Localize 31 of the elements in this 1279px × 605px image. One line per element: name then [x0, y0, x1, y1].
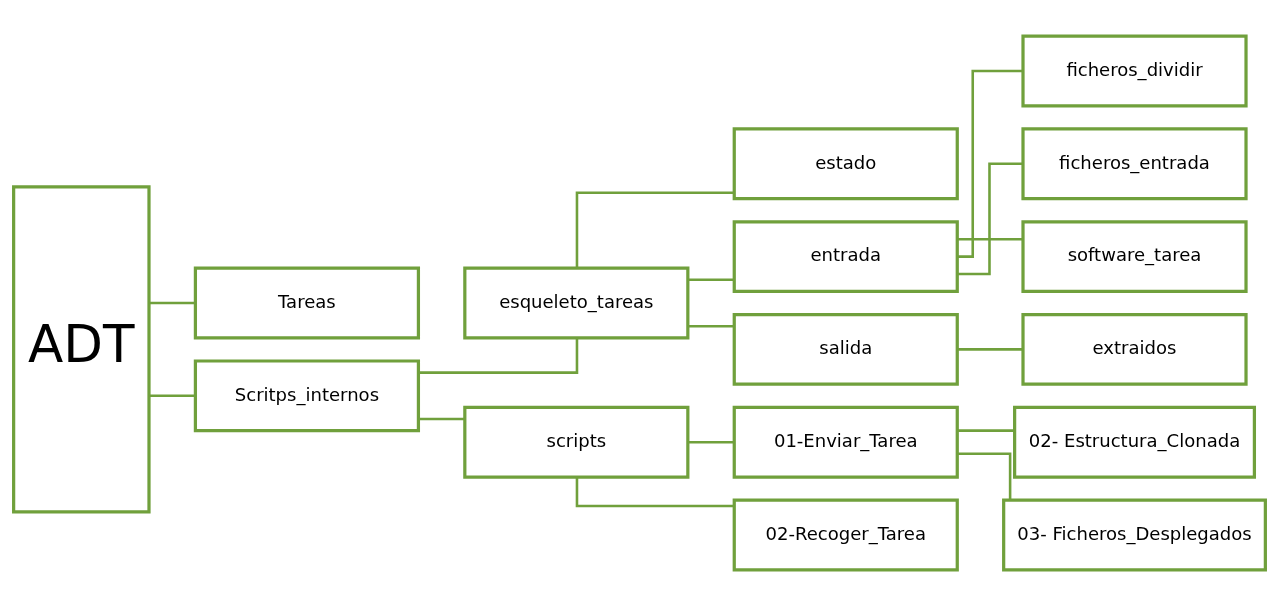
node-box: entrada [732, 219, 959, 293]
connector [957, 162, 1023, 275]
node-box: scripts [463, 405, 690, 479]
connector [687, 440, 734, 443]
node-box: ficheros_entrada [1021, 126, 1248, 200]
connector [575, 191, 735, 268]
node-box: estado [732, 126, 959, 200]
connector [957, 347, 1023, 351]
connector [957, 428, 1015, 432]
connector [957, 69, 1023, 258]
connector [418, 417, 465, 420]
node-box: Scritps_internos [193, 358, 421, 432]
node-box: extraidos [1021, 312, 1248, 386]
node-box: 01-Enviar_Tarea [732, 405, 959, 479]
node-box: salida [732, 312, 959, 386]
node-box: ADT [12, 184, 151, 513]
node-box: 02-Recoger_Tarea [732, 498, 959, 571]
node-box: ficheros_dividir [1021, 34, 1248, 107]
connector [575, 476, 735, 507]
connector [418, 337, 579, 374]
connector [149, 301, 196, 304]
node-box: esqueleto_tareas [463, 266, 690, 339]
node-box: 02- Estructura_Clonada [1013, 405, 1256, 479]
connector [687, 278, 734, 281]
connector [957, 452, 1012, 500]
connector [957, 237, 1023, 240]
connector [687, 324, 734, 327]
node-box: software_tarea [1021, 219, 1248, 293]
node-box: 03- Ficheros_Desplegados [1002, 498, 1267, 571]
node-box: Tareas [193, 266, 421, 339]
connector [149, 394, 196, 397]
